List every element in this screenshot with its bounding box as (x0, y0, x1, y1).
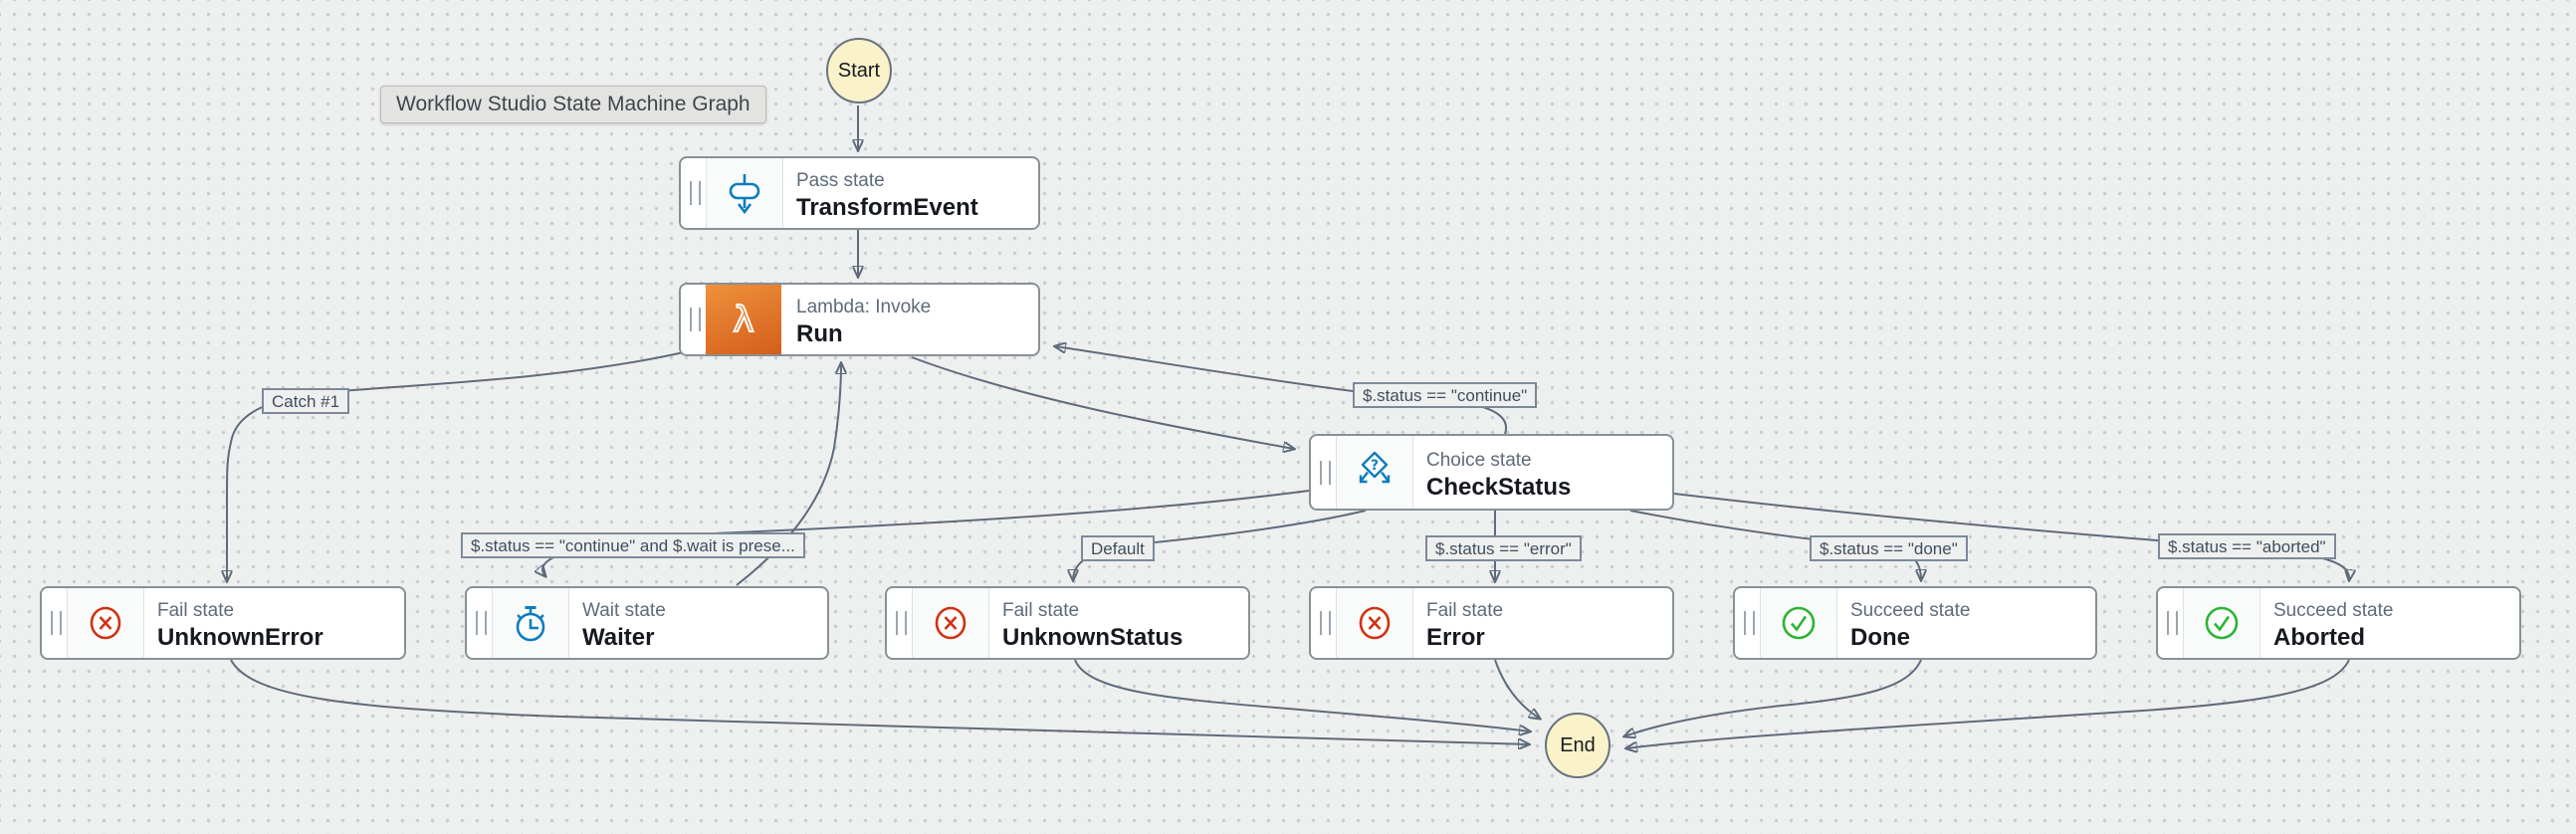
state-waiter[interactable]: Wait state Waiter (465, 586, 829, 660)
lambda-icon: λ (706, 285, 781, 354)
state-name: UnknownStatus (1002, 624, 1183, 651)
state-done[interactable]: Succeed state Done (1733, 586, 2097, 660)
start-node-label: Start (837, 59, 881, 82)
drag-handle[interactable] (1744, 611, 1755, 635)
state-unknown-status[interactable]: Fail state UnknownStatus (885, 586, 1250, 660)
end-node-label: End (1560, 733, 1596, 756)
svg-text:λ: λ (733, 300, 753, 340)
state-type-label: Wait state (582, 600, 666, 621)
state-name: Aborted (2273, 624, 2365, 651)
state-type-label: Fail state (1002, 600, 1080, 621)
pass-icon (706, 158, 783, 228)
state-type-label: Succeed state (2273, 600, 2394, 621)
svg-text:?: ? (1371, 458, 1379, 474)
state-unknown-error[interactable]: Fail state UnknownError (40, 586, 406, 660)
edge-label-catch-1: Catch #1 (262, 388, 350, 414)
canvas-tooltip: Workflow Studio State Machine Graph (380, 86, 766, 123)
state-type-label: Pass state (796, 170, 885, 191)
state-type-label: Choice state (1426, 450, 1532, 471)
drag-handle[interactable] (51, 611, 62, 635)
state-name: Error (1426, 624, 1485, 651)
edge-unknownstatus-to-end (1074, 659, 1530, 731)
edge-label-status-continue: $.status == "continue" (1353, 382, 1538, 408)
state-name: Run (796, 320, 843, 347)
drag-handle[interactable] (1320, 460, 1331, 485)
drag-handle[interactable] (896, 611, 907, 635)
state-type-label: Fail state (157, 600, 235, 621)
edge-label-status-continue-wait: $.status == "continue" and $.wait is pre… (461, 532, 805, 558)
wait-icon (492, 588, 569, 658)
edge-unknownerror-to-end (230, 659, 1529, 744)
edge-done-to-end (1624, 659, 1922, 736)
start-node: Start (826, 38, 892, 104)
state-name: TransformEvent (796, 194, 978, 221)
edge-label-status-aborted: $.status == "aborted" (2158, 533, 2336, 559)
edge-label-default: Default (1081, 535, 1155, 561)
end-node: End (1545, 713, 1610, 778)
fail-icon (912, 588, 989, 658)
edge-label-status-error: $.status == "error" (1425, 535, 1582, 561)
state-name: CheckStatus (1426, 474, 1572, 501)
state-error[interactable]: Fail state Error (1309, 586, 1674, 660)
edge-run-to-checkstatus (911, 356, 1294, 449)
drag-handle[interactable] (690, 308, 701, 331)
choice-icon: ? (1336, 436, 1413, 509)
state-check-status[interactable]: ? Choice state CheckStatus (1309, 434, 1674, 511)
edge-label-status-done: $.status == "done" (1810, 535, 1968, 561)
state-run[interactable]: λ Lambda: Invoke Run (679, 283, 1040, 356)
edge-aborted-to-end (1626, 659, 2350, 748)
state-name: UnknownError (157, 624, 323, 651)
state-type-label: Fail state (1426, 600, 1504, 621)
state-type-label: Succeed state (1850, 600, 1971, 621)
state-name: Done (1850, 624, 1910, 651)
state-name: Waiter (582, 624, 655, 651)
drag-handle[interactable] (690, 181, 701, 205)
fail-icon (1336, 588, 1413, 658)
succeed-icon (2183, 588, 2260, 658)
fail-icon (67, 588, 144, 658)
state-aborted[interactable]: Succeed state Aborted (2156, 586, 2521, 660)
state-transform-event[interactable]: Pass state TransformEvent (679, 156, 1040, 230)
drag-handle[interactable] (2167, 611, 2178, 635)
succeed-icon (1760, 588, 1837, 658)
drag-handle[interactable] (476, 611, 487, 635)
edge-error-to-end (1494, 659, 1540, 719)
drag-handle[interactable] (1320, 611, 1331, 635)
state-type-label: Lambda: Invoke (796, 297, 932, 317)
